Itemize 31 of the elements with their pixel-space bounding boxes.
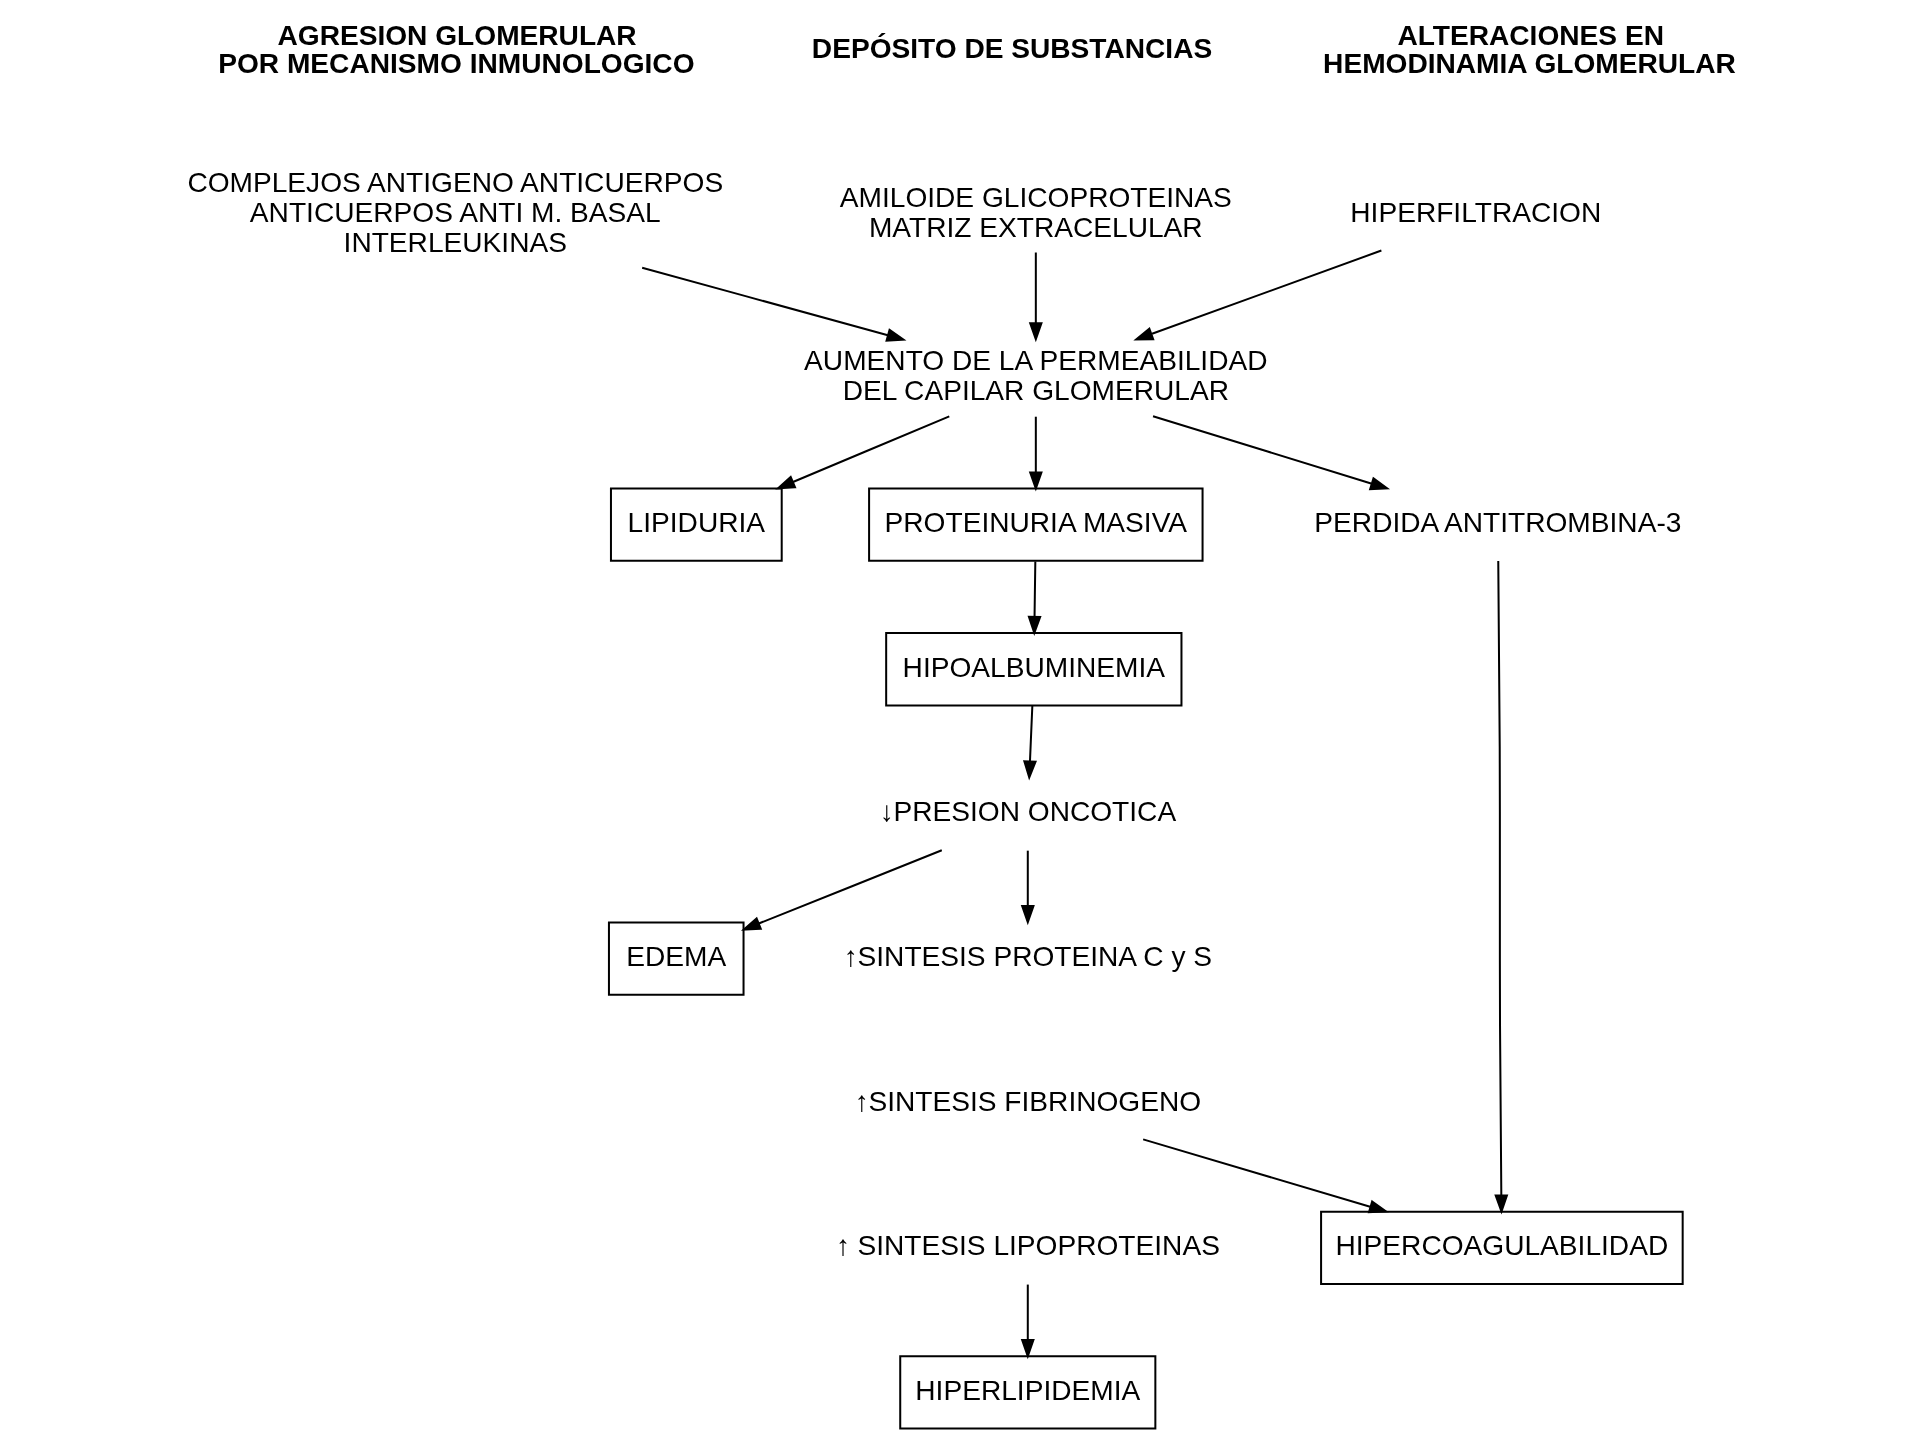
arrow (1020, 1284, 1035, 1360)
label: AGRESION GLOMERULAR POR MECANISMO INMUNOLOGICO (218, 19, 695, 80)
arrow (1020, 850, 1035, 926)
node-box: EDEMA (607, 921, 745, 996)
arrow (1152, 415, 1391, 491)
arrow (1027, 561, 1042, 636)
node-text: HIPERFILTRACION (1350, 196, 1602, 228)
label: ALTERACIONES EN HEMODINAMIA GLOMERULAR (1323, 19, 1736, 80)
node-text: PERDIDA ANTITROMBINA-3 (1314, 507, 1682, 539)
node-text: ↑SINTESIS PROTEINA C y S (843, 940, 1213, 972)
node-text: COMPLEJOS ANTIGENO ANTICUERPOS ANTICUERPOS ANTI M. BASAL INTERLEUKINAS (187, 166, 724, 258)
node-text: ↓PRESION ONCOTICA (879, 796, 1177, 828)
arrow (641, 266, 907, 342)
arrow (775, 415, 950, 490)
arrow (1494, 560, 1509, 1215)
arrow (1028, 416, 1043, 492)
arrow (1028, 252, 1043, 343)
arrow (1022, 706, 1038, 781)
node-text: ↑ SINTESIS LIPOPROTEINAS (835, 1230, 1220, 1262)
arrow (1133, 249, 1382, 341)
node-text: AUMENTO DE LA PERMEABILIDAD DEL CAPILAR GLOMERULAR (804, 345, 1268, 407)
node-text: ↑SINTESIS FIBRINOGENO (854, 1085, 1202, 1117)
node-box: PROTEINURIA MASIVA (868, 487, 1204, 562)
node-box: HIPERLIPIDEMIA (899, 1355, 1157, 1430)
node-text: AMILOIDE GLICOPROTEINAS MATRIZ EXTRACELULAR (839, 181, 1232, 243)
node-box: HIPERCOAGULABILIDAD (1320, 1210, 1684, 1285)
arrow (1142, 1138, 1389, 1214)
label: DEPÓSITO DE SUBSTANCIAS (811, 32, 1213, 64)
node-box: HIPOALBUMINEMIA (885, 632, 1183, 707)
arrow (740, 849, 943, 931)
node-box: LIPIDURIA (609, 487, 783, 562)
